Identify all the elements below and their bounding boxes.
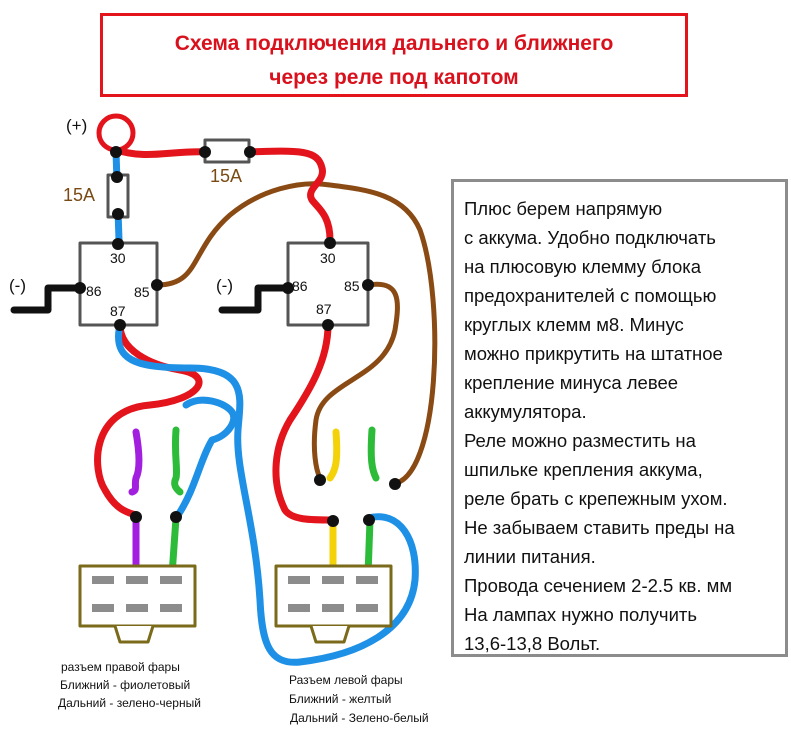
pin-slot (356, 604, 378, 612)
pin-slot (92, 576, 114, 584)
relay-left-pin86: 86 (86, 283, 102, 299)
connector-right-headlight (78, 564, 197, 628)
pin-slot (288, 576, 310, 584)
connector-left-tab (309, 624, 351, 644)
pin-slot (356, 576, 378, 584)
plus-label: (+) (66, 116, 88, 135)
junction-dot (74, 282, 86, 294)
caption-left-line2: Ближний - желтый (289, 692, 392, 706)
minus-right-label: (-) (216, 276, 233, 295)
junction-dot (111, 171, 123, 183)
note-line: с аккума. Удобно подключать (464, 227, 716, 248)
note-line: на плюсовую клемму блока (464, 256, 702, 277)
blue-wire-left-branch (174, 396, 238, 519)
relay-left-pin30: 30 (110, 250, 126, 266)
red-wire-left-87 (94, 321, 203, 519)
caption-left-line3: Дальний - Зелено-белый (290, 711, 429, 725)
junction-dot (389, 478, 401, 490)
note-line: шпильке крепления аккума, (464, 459, 703, 480)
note-line: линии питания. (464, 546, 596, 567)
junction-dot (322, 319, 334, 331)
pin-slot (160, 576, 182, 584)
note-line: На лампах нужно получить (464, 604, 698, 625)
fuse-left-label: 15A (63, 185, 96, 205)
relay-left-pin87: 87 (110, 303, 126, 319)
caption-right-line3: Дальний - зелено-черный (58, 696, 201, 710)
title-box: Схема подключения дальнего и ближнего че… (100, 13, 688, 97)
relay-right-pin85: 85 (344, 278, 360, 294)
pin-slot (288, 604, 310, 612)
ground-bracket-left (10, 284, 82, 314)
relay-left-pin85: 85 (134, 284, 150, 300)
junction-dot (112, 208, 124, 220)
pin-slot (322, 604, 344, 612)
title-line-1: Схема подключения дальнего и ближнего (174, 32, 614, 55)
minus-left-label: (-) (9, 276, 26, 295)
caption-left-line1: Разъем левой фары (289, 673, 403, 687)
junction-dot (324, 237, 336, 249)
note-line: круглых клемм м8. Минус (464, 314, 684, 335)
relay-right-pin86: 86 (292, 278, 308, 294)
ground-bracket-right (218, 284, 292, 314)
pin-slot (126, 604, 148, 612)
junction-dot (363, 514, 375, 526)
junction-dot (114, 319, 126, 331)
purple-wire (128, 428, 143, 579)
note-line: Реле можно разместить на (464, 430, 696, 451)
note-line: Не забываем ставить преды на (464, 517, 735, 538)
note-line: Плюс берем напрямую (464, 198, 663, 219)
green-black-wire (168, 426, 184, 579)
note-line: крепление минуса левее (464, 372, 679, 393)
junction-dot (151, 279, 163, 291)
blue-wire-left-87 (115, 321, 419, 666)
title-line-2: через реле под капотом (269, 66, 519, 89)
junction-dot (327, 515, 339, 527)
plus-terminal (96, 113, 136, 153)
connector-left-headlight (274, 564, 393, 628)
brown-wire-left-85 (154, 181, 438, 487)
notes-box: Плюс берем напрямую с аккума. Удобно под… (451, 179, 788, 657)
fuse-top (203, 138, 251, 164)
caption-right-line2: Ближний - фиолетовый (60, 678, 191, 692)
junction-dot (282, 282, 294, 294)
pin-slot (160, 604, 182, 612)
green-white-wire (364, 426, 380, 579)
brown-wire-right-85 (311, 281, 400, 481)
junction-dot (170, 511, 182, 523)
pin-slot (322, 576, 344, 584)
fuse-top-label: 15A (210, 166, 243, 186)
note-line: можно прикрутить на штатное (464, 343, 723, 364)
junction-dot (130, 511, 142, 523)
junction-dot (110, 146, 122, 158)
note-line: реле брать с крепежным ухом. (464, 488, 728, 509)
relay-right-pin87: 87 (316, 301, 332, 317)
junction-dot (244, 146, 256, 158)
note-line: Провода сечением 2-2.5 кв. мм (464, 575, 733, 596)
note-line: 13,6-13,8 Вольт. (464, 633, 601, 654)
connector-right-tab (113, 624, 155, 644)
yellow-wire (326, 428, 341, 579)
note-line: аккумулятора. (464, 401, 587, 422)
relay-right-pin30: 30 (320, 250, 336, 266)
junction-dot (199, 146, 211, 158)
junction-dot (112, 238, 124, 250)
note-line: предохранителей с помощью (464, 285, 717, 306)
red-wire-top (112, 146, 334, 244)
caption-right-line1: разъем правой фары (61, 660, 180, 674)
junction-dot (314, 474, 326, 486)
pin-slot (126, 576, 148, 584)
junction-dot (362, 279, 374, 291)
pin-slot (92, 604, 114, 612)
red-wire-right-87 (272, 321, 337, 524)
